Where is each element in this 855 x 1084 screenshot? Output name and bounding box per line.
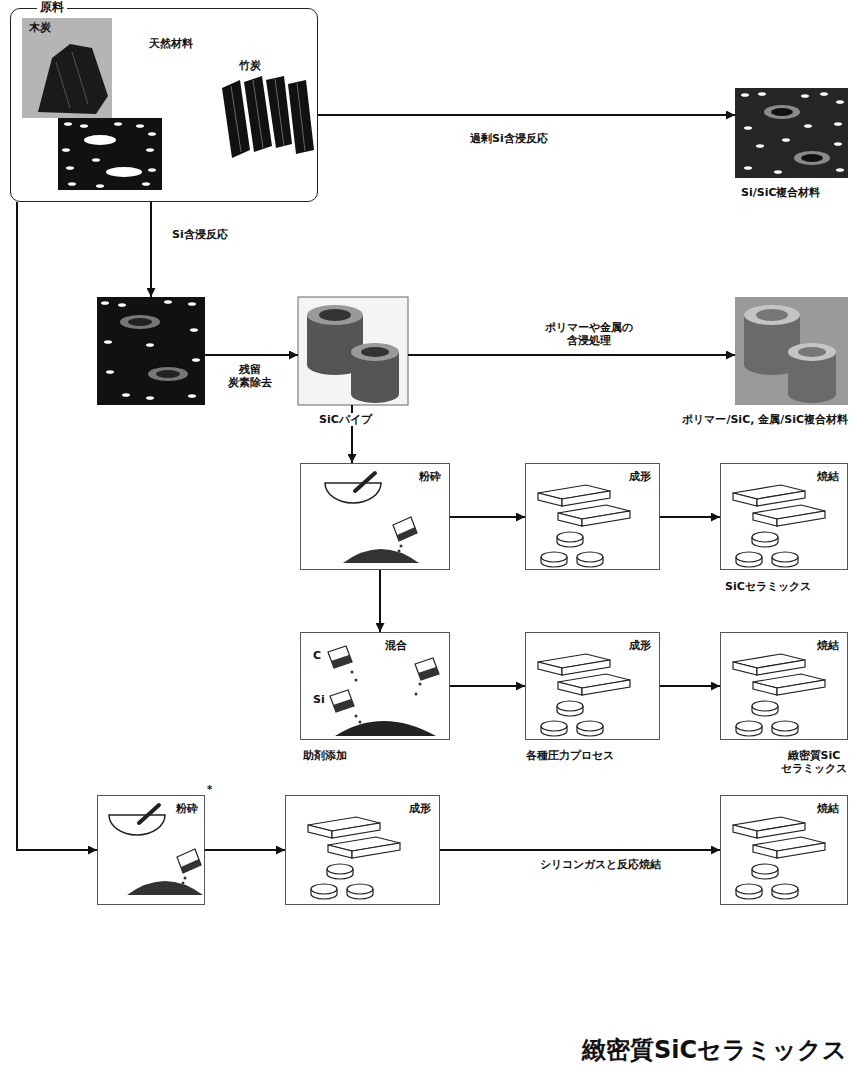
- compact-icon: [538, 485, 630, 567]
- node-label: Si: [313, 693, 325, 706]
- compact-icon: [538, 654, 630, 736]
- edge-label: シリコンガスと反応焼結: [540, 858, 661, 871]
- caption: 各種圧力プロセス: [526, 749, 614, 762]
- flow-arrow: [660, 516, 720, 518]
- process-box: 成形: [285, 795, 440, 905]
- product-image: SiCパイプ: [298, 297, 408, 405]
- mixing-icon: [328, 646, 439, 736]
- node-label: 成形: [629, 639, 651, 652]
- caption: SiCセラミックス: [725, 580, 811, 593]
- caption: 竹炭: [239, 59, 261, 72]
- node-label: 粉砕: [419, 470, 441, 483]
- process-box: 焼結緻密質SiCセラミックス: [720, 795, 848, 905]
- flow-arrow: [17, 202, 97, 850]
- node-label: 成形: [409, 802, 431, 815]
- mortar-icon: [325, 473, 419, 563]
- sintered-icon: [733, 485, 825, 567]
- filled-pipe-picture: [735, 297, 848, 405]
- caption: 天然材料: [149, 37, 193, 50]
- flow-arrow: [660, 685, 720, 687]
- edge-label: 残留 炭素除去: [228, 363, 272, 389]
- flow-arrow: [450, 516, 525, 518]
- node-label: 焼結: [817, 802, 839, 815]
- compact-icon: [308, 817, 400, 899]
- porous-structure: [58, 118, 162, 190]
- product-image: Si/SiC複合材料: [735, 88, 848, 178]
- pipe-picture: [298, 297, 408, 405]
- node-label: 焼結: [817, 639, 839, 652]
- process-box: 混合CSi助剤添加: [300, 632, 450, 740]
- process-box: 成形各種圧力プロセス: [525, 632, 660, 740]
- caption: 緻密質SiCセラミックス: [582, 1036, 847, 1065]
- process-box: 焼結緻密質SiC セラミックス: [720, 632, 848, 740]
- charcoal-picture: [22, 18, 112, 118]
- caption: 緻密質SiC セラミックス: [781, 749, 847, 775]
- process-box: 粉砕: [97, 795, 205, 905]
- node-label: 焼結: [817, 470, 839, 483]
- source-panel: 原料木炭天然材料竹炭: [10, 8, 318, 202]
- caption: SiCパイプ: [316, 413, 375, 426]
- flow-arrow: [150, 202, 152, 297]
- node-label: C: [313, 649, 321, 662]
- sintered-icon: [733, 817, 825, 899]
- mortar-icon: [109, 805, 203, 895]
- flow-arrow: [205, 849, 285, 851]
- flow-arrow: [408, 354, 735, 356]
- flow-arrow: [450, 685, 525, 687]
- caption: 木炭: [29, 21, 51, 34]
- flow-arrow: [205, 354, 298, 356]
- edge-label: Si含浸反応: [172, 228, 228, 241]
- node-label: 粉砕: [176, 802, 198, 815]
- edge-label: ポリマーや金属の 含浸処理: [545, 321, 633, 347]
- process-box: 粉砕: [300, 463, 450, 570]
- node-label: 混合: [385, 639, 407, 652]
- flow-arrow: [440, 849, 720, 851]
- process-box: 焼結SiCセラミックス: [720, 463, 848, 570]
- composite-picture: [735, 88, 848, 178]
- note-mark: *: [207, 784, 212, 796]
- sintered-icon: [733, 654, 825, 736]
- edge-label: 過剰Si含浸反応: [470, 132, 548, 145]
- flow-arrow: [318, 114, 735, 116]
- caption: Si/SiC複合材料: [741, 186, 820, 199]
- infiltrated-picture: [97, 297, 205, 405]
- bamboo-charcoal-picture: [222, 76, 314, 158]
- flow-arrow: [379, 570, 381, 632]
- node-label: 成形: [629, 470, 651, 483]
- product-image: ポリマー/SiC, 金属/SiC複合材料: [735, 297, 848, 405]
- intermediate-image: [97, 297, 205, 405]
- caption: 助剤添加: [303, 749, 347, 762]
- process-box: 成形: [525, 463, 660, 570]
- caption: 原料: [37, 0, 67, 14]
- caption: ポリマー/SiC, 金属/SiC複合材料: [682, 413, 848, 426]
